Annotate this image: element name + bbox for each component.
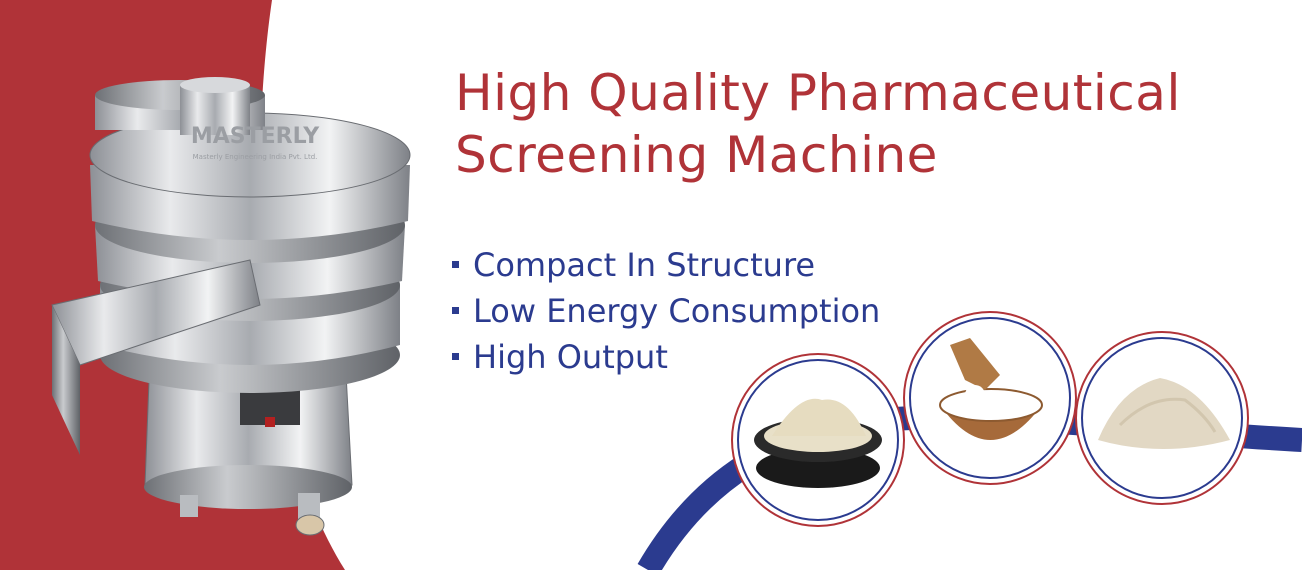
scoop-bowl-image: [903, 311, 1077, 485]
bullet-icon: [452, 352, 459, 360]
headline-line-1: High Quality Pharmaceutical: [455, 64, 1181, 122]
feature-item: Low Energy Consumption: [452, 288, 880, 334]
bullet-icon: [452, 260, 459, 268]
machine-subtext: Masterly Engineering India Pvt. Ltd.: [193, 153, 318, 161]
screening-machine-image: MASTERLY Masterly Engineering India Pvt.…: [51, 77, 411, 536]
feature-list: Compact In Structure Low Energy Consumpt…: [452, 242, 880, 380]
machine-brand-text: MASTERLY: [191, 124, 320, 149]
feature-text: High Output: [473, 338, 668, 376]
feature-text: Compact In Structure: [473, 246, 816, 284]
powder-bowl-image: [731, 353, 905, 527]
feature-item: High Output: [452, 334, 880, 380]
headline: High Quality Pharmaceutical Screening Ma…: [455, 62, 1181, 186]
powder-heap-image: [1075, 331, 1249, 505]
feature-item: Compact In Structure: [452, 242, 880, 288]
feature-text: Low Energy Consumption: [473, 292, 881, 330]
headline-line-2: Screening Machine: [455, 126, 938, 184]
bullet-icon: [452, 306, 459, 314]
